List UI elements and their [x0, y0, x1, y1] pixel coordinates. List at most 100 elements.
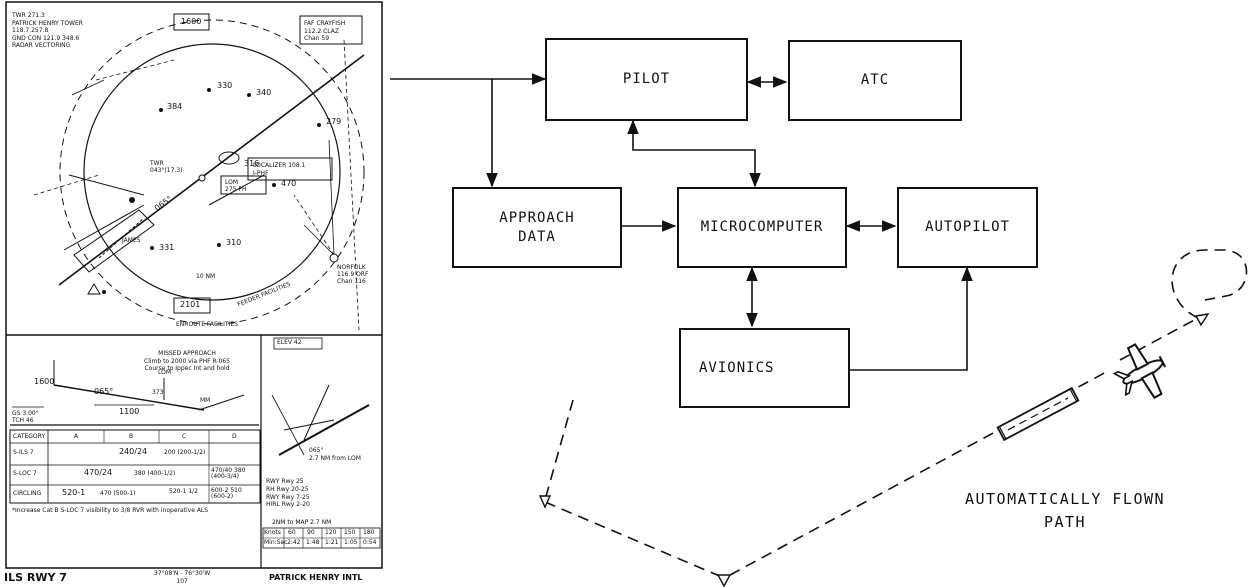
fix-to-map: 2NM to MAP 2.7 NM: [272, 519, 332, 526]
minimums-alt: 520-1 1/2: [169, 488, 198, 495]
speed-cell: Knots: [264, 529, 281, 536]
atc-block-label: ATC: [860, 72, 890, 89]
chart-coordinates: 37°08'N - 76°30'W 107: [154, 570, 210, 587]
airport-elevation: ELEV 42: [277, 339, 302, 346]
time-cell: 1:48: [306, 539, 320, 546]
profile-altitude: 1600: [34, 377, 55, 386]
chart-title: ILS RWY 7: [4, 571, 67, 584]
localizer-frequency: LOCALIZER 108.1: [253, 162, 306, 169]
runway-item: RWY Rwy 7-25: [266, 493, 310, 501]
lom-label: LOM: [225, 179, 239, 186]
runway-list: RWY Rwy 25 RH Rwy 20-25 RWY Rwy 7-25 HIR…: [266, 478, 310, 509]
chart-header-line: TWR 271.3: [12, 12, 45, 19]
time-cell: 1:05: [344, 539, 358, 546]
james-label: JAMES: [122, 237, 141, 244]
minimums-header: C: [182, 433, 187, 440]
time-cell: 0:54: [363, 539, 377, 546]
pilot-block-label: PILOT: [622, 71, 671, 88]
waypoint-marker: [716, 574, 732, 587]
minimums-alt: 470/40 380 (400-3/4): [211, 467, 246, 480]
elevation: 330: [217, 81, 233, 90]
norfolk-channel: Chan 116: [337, 278, 366, 286]
runway-icon: [996, 386, 1080, 442]
avionics-block-label: AVIONICS: [699, 359, 775, 376]
elevation: 470: [281, 179, 297, 188]
airport-name: PATRICK HENRY INTL: [269, 573, 363, 582]
speed-cell: 150: [344, 529, 356, 536]
arrow-pilot-microcomputer: [627, 119, 761, 188]
flight-path-label: AUTOMATICALLY FLOWN PATH: [964, 490, 1166, 532]
glideslope-angle: GS 3.00°: [12, 410, 39, 417]
profile-course: 065°: [94, 387, 114, 396]
runway-item: RH Rwy 20-25: [266, 485, 309, 493]
range-ring-label: 10 NM: [196, 273, 216, 280]
localizer-ident: I-PHF: [253, 169, 269, 177]
approach-data-block-label: APPROACH DATA: [499, 209, 575, 245]
time-cell: 2:42: [287, 539, 301, 546]
elevation: 340: [256, 88, 272, 97]
norfolk-frequency: 116.9 ORF: [337, 271, 369, 279]
tower-label: TWR 043°(17.3): [150, 160, 183, 174]
missed-approach: MISSED APPROACH Climb to 2000 via PHF R-…: [144, 350, 230, 373]
elevation: 384: [167, 102, 183, 111]
chart-header-line: 118.7 257.8: [12, 27, 49, 34]
minimums-value: 520-1: [62, 488, 86, 497]
minimums-row-label: S-ILS 7: [13, 449, 34, 456]
runway-item: RWY Rwy 25: [266, 478, 304, 485]
norfolk-name: NORFOLK: [337, 264, 366, 271]
time-cell: Min:Sec: [264, 539, 288, 546]
approach-chart-graphics: [5, 1, 383, 569]
avionics-block: AVIONICS: [679, 328, 850, 408]
microcomputer-block-label: MICROCOMPUTER: [700, 219, 824, 236]
msa-altitude: 1600: [181, 17, 202, 26]
profile-altitude: 1100: [119, 407, 140, 416]
autopilot-block-label: AUTOPILOT: [925, 219, 1010, 236]
waypoint-marker: [1194, 313, 1210, 327]
missed-approach-step: Climb to 2000 via PHF R-065: [144, 357, 231, 365]
fix-box-line: FAF CRAYFISH: [304, 20, 346, 27]
runway-item: HIRL Rwy 2-20: [266, 501, 310, 509]
elevation: 316: [244, 159, 260, 168]
minimums-row-label: S-LOC 7: [13, 470, 37, 477]
localizer-box: LOCALIZER 108.1 I-PHF: [253, 162, 305, 178]
approach-data-block: APPROACH DATA: [452, 187, 622, 268]
microcomputer-block: MICROCOMPUTER: [677, 187, 847, 268]
minimums-header: CATEGORY: [13, 433, 46, 440]
minimums-extra: 380 (400-1/2): [134, 470, 176, 477]
minimums-row-label: CIRCLING: [13, 490, 42, 497]
norfolk-label: NORFOLK 116.9 ORF Chan 116: [337, 264, 368, 286]
minimums-note: *Increase Cat B S-LOC 7 visibility to 3/…: [12, 507, 209, 514]
chart-latlon: 37°08'N - 76°30'W: [154, 570, 211, 577]
chart-header: TWR 271.3 PATRICK HENRY TOWER 118.7 257.…: [12, 12, 83, 50]
minimums-value: 240/24: [119, 447, 148, 456]
minimums-header: A: [74, 433, 79, 440]
lom-frequency: 275 PH: [225, 186, 247, 194]
elevation: 310: [226, 238, 242, 247]
airport-course: 065°: [309, 447, 324, 454]
fix-box-line: 112.2 CLAZ: [304, 27, 339, 35]
speed-cell: 90: [307, 529, 315, 536]
profile-mm: MM: [200, 397, 211, 404]
waypoint-marker: [538, 495, 552, 509]
minimums-header: B: [129, 433, 134, 440]
chart-page-number: 107: [176, 578, 188, 586]
tower-name: TWR: [150, 160, 164, 167]
speed-cell: 60: [288, 529, 296, 536]
pilot-block: PILOT: [545, 38, 748, 121]
arrow-avionics-to-autopilot: [850, 266, 973, 371]
missed-approach-step: Course to Ippec Int and hold: [144, 365, 230, 372]
chart-header-line: PATRICK HENRY TOWER: [12, 19, 83, 27]
approach-chart: TWR 271.3 PATRICK HENRY TOWER 118.7 257.…: [4, 0, 384, 587]
airport-distance: 2.7 NM from LOM: [309, 455, 361, 462]
profile-lom: LOM: [158, 369, 172, 376]
profile-glideslope-alt: 373: [152, 389, 164, 396]
autopilot-block: AUTOPILOT: [897, 187, 1038, 268]
glideslope-info: GS 3.00° TCH 46: [12, 410, 39, 424]
atc-block: ATC: [788, 40, 962, 121]
missed-approach-title: MISSED APPROACH: [158, 350, 216, 357]
elevation: 279: [326, 117, 342, 126]
minimums-header: D: [232, 433, 237, 440]
fix-box-line: Chan 59: [304, 35, 330, 42]
